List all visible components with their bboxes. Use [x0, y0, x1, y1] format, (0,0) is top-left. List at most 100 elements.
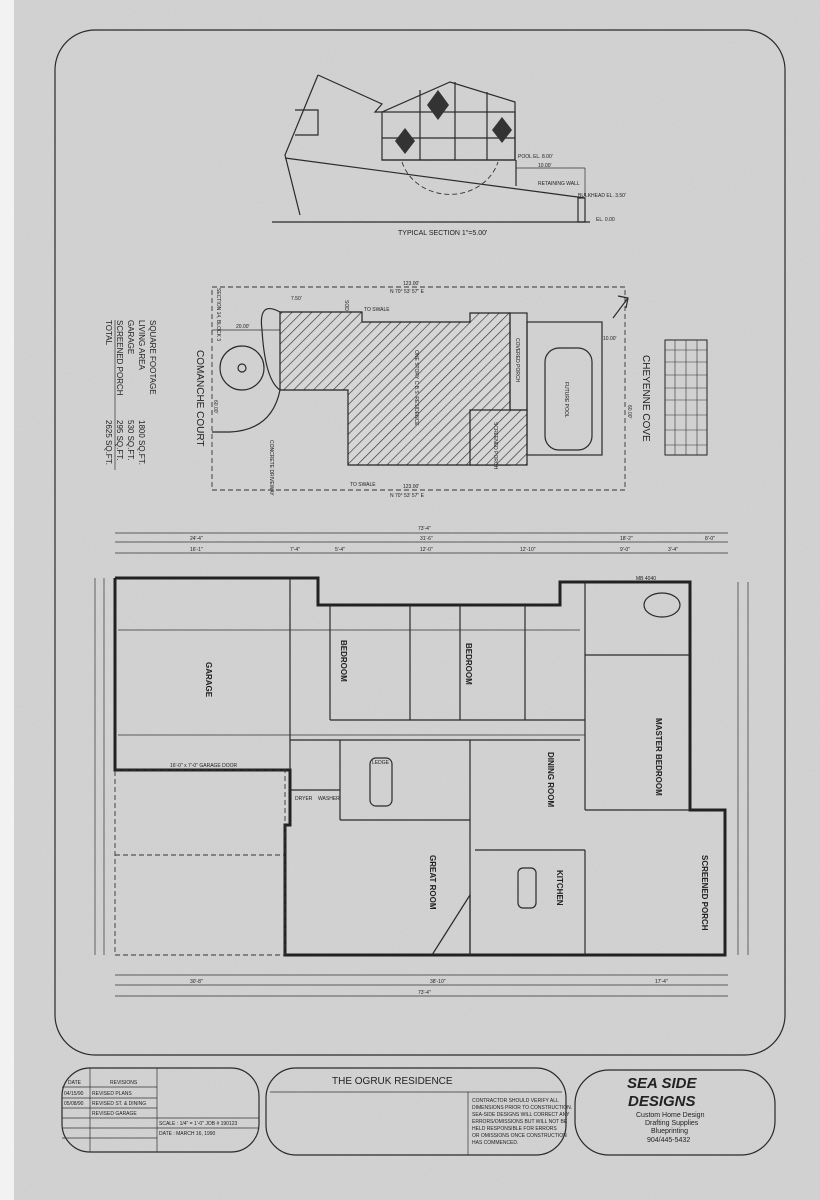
- revisions-block: DATE REVISIONS 04/15/90 REVISED PLANS 05…: [61, 1067, 260, 1153]
- residence-label: ONE STORY C.B.S. RESIDENCE: [413, 350, 419, 426]
- kitchen-island: [517, 867, 537, 909]
- screened-porch-footprint: [469, 409, 528, 466]
- washer-label: WASHER: [318, 796, 340, 802]
- dimension-label: 5'-4": [335, 547, 345, 553]
- lot-label: SECTION 14, BLOCK 3: [215, 288, 221, 341]
- sqft-value: 295 SQ.FT.: [115, 420, 124, 460]
- revisions-date-header: DATE: [68, 1080, 82, 1086]
- sqft-value: 530 SQ.FT.: [126, 420, 135, 460]
- dimension-label: 73'-4": [418, 990, 431, 996]
- bulkhead-elevation: BULKHEAD EL. 3.50': [578, 193, 626, 199]
- square-footage-table: SQUARE FOOTAGE LIVING AREA 1800 SQ.FT. G…: [104, 320, 157, 470]
- sqft-value: 2625 SQ.FT.: [104, 420, 113, 465]
- window-diamond: [395, 128, 415, 154]
- sqft-label: LIVING AREA: [137, 320, 146, 370]
- garage-door-label: 16'-0" x 7'-0" GARAGE DOOR: [170, 763, 238, 769]
- disclaimer-line: CONTRACTOR SHOULD VERIFY ALL: [472, 1098, 559, 1104]
- right-lot-dimension: 60.00': [626, 405, 632, 419]
- room-label-garage: GARAGE: [204, 662, 213, 698]
- revision-text: REVISED GARAGE: [92, 1111, 137, 1117]
- room-label-great-room: GREAT ROOM: [428, 855, 437, 910]
- revision-text: REVISED PLANS: [92, 1091, 132, 1097]
- date-label: DATE : MARCH 16, 1990: [159, 1131, 216, 1137]
- pool-elevation: POOL EL. 8.00': [518, 154, 553, 160]
- typical-section: POOL EL. 8.00' 10.00' RETAINING WALL BUL…: [272, 74, 626, 237]
- pool-outline: [544, 347, 593, 451]
- scale-label: SCALE : 1/4" = 1'-0" JOB # 190123: [159, 1121, 238, 1127]
- dimension-label: 9'-0": [620, 547, 630, 553]
- overall-dimension: 73'-4": [418, 526, 431, 532]
- bottom-lot-dimension: 123.00': [403, 484, 419, 490]
- driveway-label: CONCRETE DRIVEWAY: [268, 440, 274, 496]
- revision-text: REVISED ST. & DINING: [92, 1101, 146, 1107]
- company-block: SEA SIDE DESIGNS Custom Home Design Draf…: [574, 1069, 776, 1156]
- sheet-border: [54, 29, 786, 1056]
- north-arrow-icon: [612, 297, 629, 319]
- sqft-label: SCREENED PORCH: [115, 320, 124, 396]
- revision-date: 05/08/90: [64, 1101, 84, 1107]
- company-phone: 904/445-5432: [647, 1137, 690, 1144]
- ledge-label: LEDGE: [372, 760, 390, 766]
- room-label-master-bedroom: MASTER BEDROOM: [654, 718, 663, 796]
- dimension-label: 17'-4": [655, 979, 668, 985]
- sod-label: SOD: [343, 300, 349, 311]
- room-label-kitchen: KITCHEN: [555, 870, 564, 906]
- sqft-label: TOTAL: [104, 320, 113, 346]
- pool-label: FUTURE POOL: [563, 382, 569, 418]
- rear-setback: 10.00': [603, 336, 617, 342]
- landscape-circle: [219, 345, 265, 391]
- ground-elevation: EL. 0.00: [596, 217, 615, 223]
- street-name-right: CHEYENNE COVE: [640, 355, 651, 442]
- dimension-label: 12'-10": [520, 547, 536, 553]
- window-diamond: [427, 90, 449, 120]
- company-name: SEA SIDE: [627, 1075, 697, 1092]
- dimension-label: 12'-0": [420, 547, 433, 553]
- dimension-label: 24'-4": [190, 536, 203, 542]
- to-swale-label: TO SWALE: [364, 307, 390, 313]
- dimension-label: 30'-8": [190, 979, 203, 985]
- sqft-value: 1800 SQ.FT.: [137, 420, 146, 465]
- dimension-label: 8'-0": [705, 536, 715, 542]
- dimension-label: 7'-4": [290, 547, 300, 553]
- room-label-bedroom: BEDROOM: [339, 640, 348, 682]
- top-bearing: N 70° 53' 57" E: [390, 289, 425, 295]
- disclaimer-line: HELD RESPONSIBLE FOR ERRORS: [472, 1126, 557, 1132]
- window-diamond: [492, 117, 512, 143]
- retaining-wall-label: RETAINING WALL: [538, 181, 580, 187]
- dimension-label: 18'-2": [620, 536, 633, 542]
- company-tagline: Blueprinting: [651, 1128, 688, 1135]
- scan-edge: [0, 0, 14, 1200]
- covered-porch-label: COVERED PORCH: [514, 338, 520, 383]
- company-tagline: Custom Home Design: [636, 1112, 705, 1119]
- disclaimer-line: HAS COMMENCED.: [472, 1140, 518, 1146]
- top-lot-dimension: 123.00': [403, 281, 419, 287]
- dimension-label: 31'-6": [420, 536, 433, 542]
- left-lot-dimension: 60.00': [212, 400, 218, 414]
- dimension-label: 38'-10": [430, 979, 446, 985]
- room-label-dining-room: DINING ROOM: [546, 752, 555, 807]
- site-plan: 123.00' N 70° 53' 57" E 123.00' N 70° 53…: [194, 281, 708, 499]
- street-name-left: COMANCHE COURT: [194, 350, 205, 446]
- front-setback: 20.00': [236, 324, 250, 330]
- screened-porch-label: SCREENED PORCH: [492, 422, 498, 470]
- section-caption: TYPICAL SECTION 1"=5.00': [398, 230, 487, 237]
- project-title: THE OGRUK RESIDENCE: [332, 1076, 453, 1087]
- bathtub: [369, 757, 393, 807]
- dimension-label: 16'-1": [190, 547, 203, 553]
- garden-tub: [643, 592, 681, 618]
- disclaimer-line: OR OMISSIONS ONCE CONSTRUCTION: [472, 1133, 567, 1139]
- square-footage-title: SQUARE FOOTAGE: [148, 320, 157, 395]
- to-swale-label: TO SWALE: [350, 482, 376, 488]
- bottom-bearing: N 70° 53' 57" E: [390, 493, 425, 499]
- company-name: DESIGNS: [628, 1093, 696, 1110]
- revision-date: 04/15/90: [64, 1091, 84, 1097]
- room-label-bedroom: BEDROOM: [464, 643, 473, 685]
- room-label-screened-porch: SCREENED PORCH: [700, 855, 709, 931]
- disclaimer-line: SEA-SIDE DESIGNS WILL CORRECT ANY: [472, 1112, 570, 1118]
- project-block: THE OGRUK RESIDENCE CONTRACTOR SHOULD VE…: [265, 1067, 572, 1156]
- company-tagline: Drafting Supplies: [645, 1120, 699, 1127]
- dimension-label: 3'-4": [668, 547, 678, 553]
- section-dimension: 10.00': [538, 163, 552, 169]
